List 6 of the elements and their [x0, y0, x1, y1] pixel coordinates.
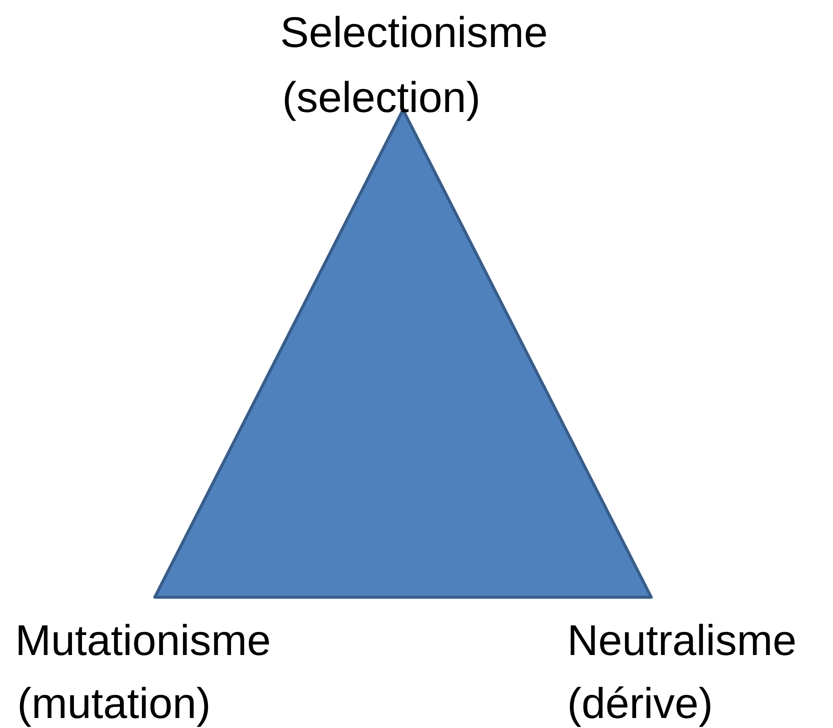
vertex-label: (selection) — [284, 80, 478, 121]
vertex-label: Neutralisme — [570, 624, 795, 656]
vertex-label: (dérive) — [570, 686, 710, 727]
vertex-label: Selectionisme — [282, 16, 546, 48]
vertex-label: Mutationisme — [18, 624, 269, 656]
vertex-label: (mutation) — [20, 686, 208, 727]
